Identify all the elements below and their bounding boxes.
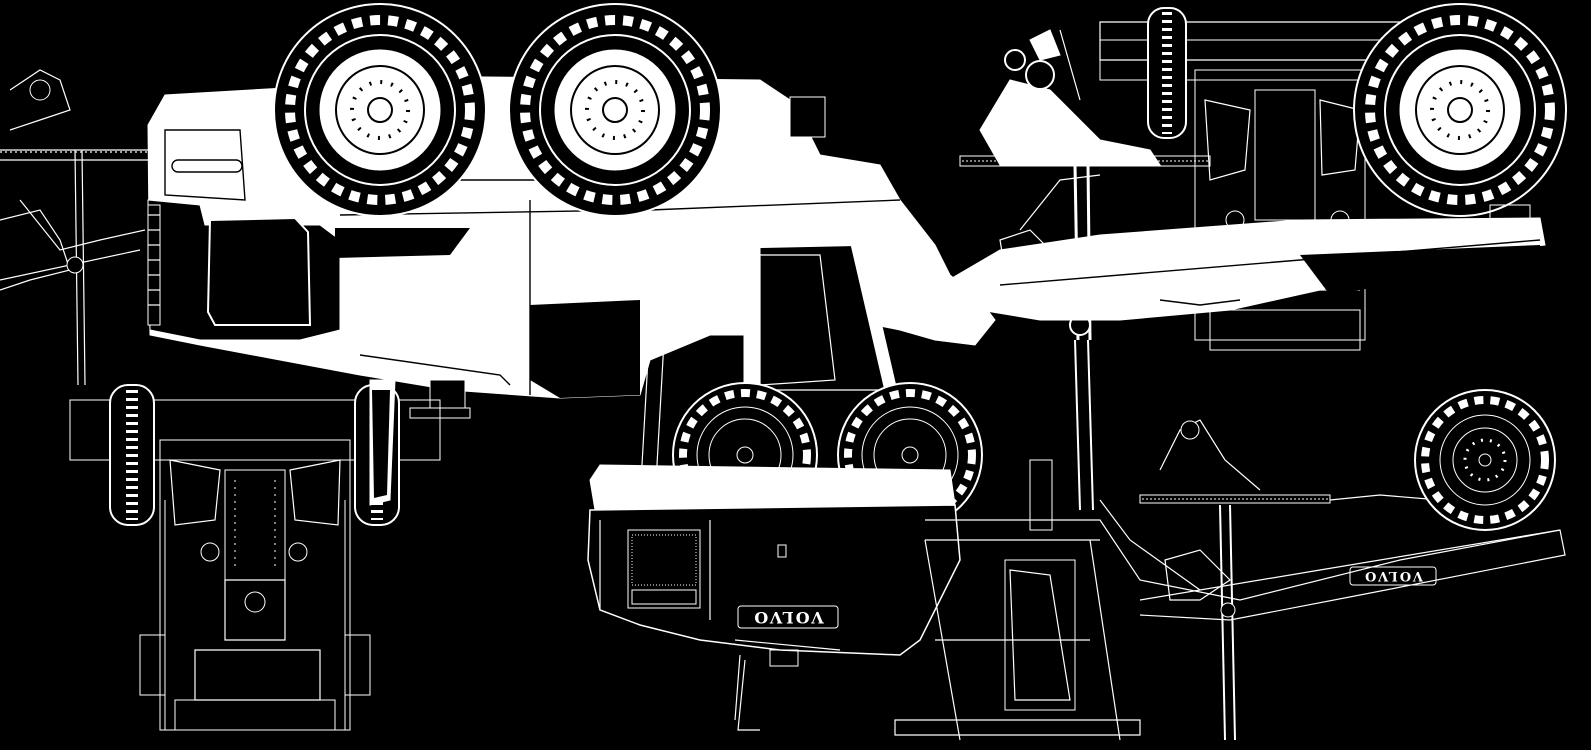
wheel-top-2 (508, 3, 722, 217)
lower-outline-view (894, 459, 1561, 741)
lower-dark-section (530, 300, 640, 398)
front-tire-left (109, 384, 155, 526)
wheel-top-1 (273, 3, 487, 217)
lower-chassis (589, 464, 956, 511)
rear-tire-small (1147, 7, 1187, 139)
front-grille (147, 204, 161, 326)
left-crane-fragment (0, 69, 150, 386)
brand-logo-cab: VOLVO (752, 608, 825, 627)
body-stripe (335, 228, 470, 258)
exhaust-pipe (789, 96, 826, 138)
cab-view-center: VOLVO (587, 227, 983, 731)
brand-logo-rear: VOLVO (1363, 568, 1424, 583)
engine-grille (627, 529, 701, 609)
cab-window (206, 216, 312, 326)
main-machine-upside-down (147, 3, 996, 419)
brand-logo-main: VOLVO (780, 469, 794, 471)
front-view-lower-left (69, 379, 441, 731)
wheel-lower-right (1414, 389, 1556, 531)
lower-right-side-view: VOLVO (1139, 389, 1566, 741)
wheel-top-right (1353, 3, 1567, 217)
